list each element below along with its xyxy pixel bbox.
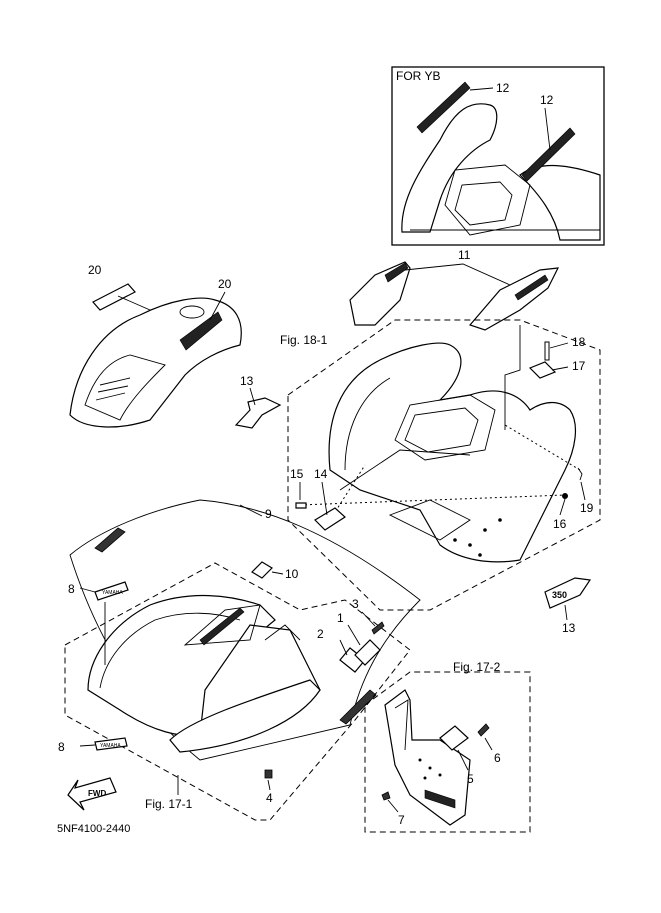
callout-17: 17 xyxy=(572,359,586,373)
nut-16 xyxy=(562,493,568,499)
yamaha-decal-8b-text: YAMAHA xyxy=(100,743,121,749)
clip-19 xyxy=(577,467,583,481)
callout-7: 7 xyxy=(398,813,405,827)
callout-20b: 20 xyxy=(218,277,232,291)
inset-title: FOR YB xyxy=(396,69,440,83)
diagram-code: 5NF4100-2440 xyxy=(57,823,130,835)
yamaha-decal-8b xyxy=(94,737,128,751)
callout-2: 2 xyxy=(317,627,324,641)
rivet-4 xyxy=(264,769,273,779)
callout-18: 18 xyxy=(572,335,586,349)
screw-18 xyxy=(544,341,550,361)
callout-8a: 8 xyxy=(68,582,75,596)
callout-8b: 8 xyxy=(58,740,65,754)
callout-19: 19 xyxy=(580,501,594,515)
callout-13a: 13 xyxy=(240,374,254,388)
callout-13b: 13 xyxy=(562,621,576,635)
callout-10: 10 xyxy=(285,567,299,581)
yamaha-decal-8a xyxy=(94,581,129,601)
rear-fender-tray xyxy=(394,394,496,461)
footrest-region: Fig. 17-2 5 6 7 xyxy=(364,660,531,833)
decal-9: 9 xyxy=(69,499,421,761)
model-decal-text: 350 xyxy=(552,590,567,600)
front-fender-region: Fig. 17-1 10 YAMAHA 8 YAMAHA 8 4 FWD xyxy=(58,561,411,821)
callout-14: 14 xyxy=(314,467,328,481)
decal-13-group: 13 350 13 xyxy=(234,374,592,635)
inset-tray xyxy=(444,164,531,236)
inset-for-yb: FOR YB 12 12 xyxy=(391,66,605,246)
callout-15: 15 xyxy=(290,467,304,481)
rivet-7 xyxy=(381,791,391,801)
callout-11: 11 xyxy=(458,248,471,262)
callout-4: 4 xyxy=(266,791,273,805)
callout-16: 16 xyxy=(553,517,567,531)
yamaha-decal-8a-text: YAMAHA xyxy=(102,590,123,596)
plate-screw-group: 2 1 3 xyxy=(317,597,385,673)
rear-fender-region: Fig. 18-1 18 17 15 14 16 xyxy=(280,319,601,611)
bracket-1 xyxy=(354,639,381,666)
decal-10 xyxy=(251,561,273,579)
callout-3: 3 xyxy=(352,597,359,611)
rear-fender-seat-assembly: 20 20 xyxy=(69,263,242,428)
callout-5: 5 xyxy=(467,772,474,786)
callout-6: 6 xyxy=(494,751,501,765)
side-decal-11-left xyxy=(349,261,411,326)
fig-ref-18-1: Fig. 18-1 xyxy=(280,333,328,347)
callout-1: 1 xyxy=(337,611,344,625)
callout-20a: 20 xyxy=(88,263,102,277)
fwd-arrow-icon xyxy=(67,777,117,811)
fig-ref-17-1: Fig. 17-1 xyxy=(145,797,193,811)
footrest-panel xyxy=(384,689,471,826)
inset-decal-12b xyxy=(521,127,576,182)
seat-decal-20 xyxy=(92,283,136,311)
fwd-arrow-text: FWD xyxy=(88,789,106,798)
rear-fender-body xyxy=(328,342,576,563)
plate-5 xyxy=(439,725,469,751)
yamaha-decal-20 xyxy=(179,311,223,351)
decal-11-group: 11 xyxy=(349,248,560,331)
screw-3 xyxy=(371,621,385,635)
decal-13-flat xyxy=(234,397,282,429)
inset-callout-12b: 12 xyxy=(540,93,554,107)
inset-callout-12a: 12 xyxy=(496,81,510,95)
plate-14 xyxy=(314,507,346,531)
decal-13-350 xyxy=(544,577,592,609)
fig-ref-17-2: Fig. 17-2 xyxy=(453,660,501,674)
front-fender-lip xyxy=(169,679,321,753)
bracket-17 xyxy=(528,361,557,379)
inset-decal-12a xyxy=(416,81,471,134)
screw-6 xyxy=(477,723,490,737)
inset-fender-left xyxy=(401,103,498,233)
screw-15 xyxy=(295,502,307,509)
callout-9: 9 xyxy=(265,507,272,521)
